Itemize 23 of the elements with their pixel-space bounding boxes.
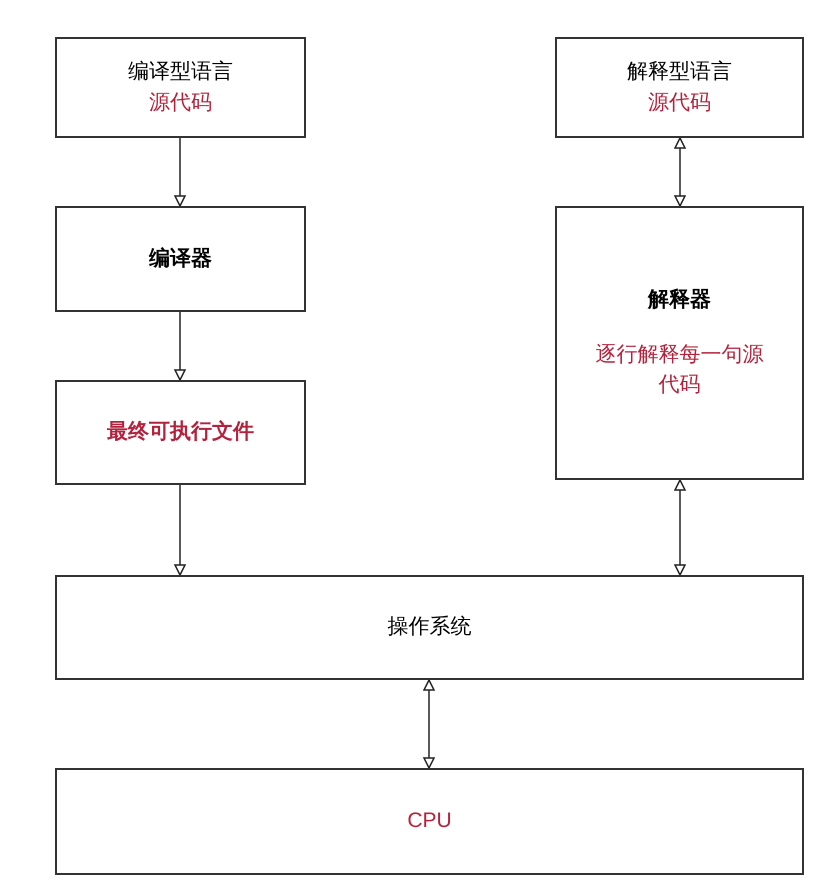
- arrow: [174, 312, 186, 381]
- box-title: 编译器: [149, 246, 212, 272]
- box-title: CPU: [407, 808, 452, 834]
- process-box: [55, 380, 306, 485]
- box-title: 编译型语言: [128, 59, 233, 86]
- process-box: [55, 575, 804, 680]
- process-box: [55, 768, 804, 875]
- arrow: [174, 485, 186, 576]
- box-title: 最终可执行文件: [107, 419, 254, 446]
- arrow: [174, 138, 186, 207]
- process-box: [555, 37, 804, 138]
- arrow: [423, 679, 435, 769]
- box-title: 解释型语言: [627, 59, 732, 86]
- process-box: [55, 206, 306, 312]
- box-title: 操作系统: [388, 614, 472, 640]
- box-subtitle: 源代码: [648, 90, 711, 116]
- arrow: [674, 137, 686, 207]
- box-title: 解释器: [648, 287, 711, 314]
- process-box: [555, 206, 804, 480]
- box-subtitle: 源代码: [149, 90, 212, 116]
- process-box: [55, 37, 306, 138]
- arrow: [674, 479, 686, 576]
- box-subtitle: 逐行解释每一句源代码: [594, 342, 764, 398]
